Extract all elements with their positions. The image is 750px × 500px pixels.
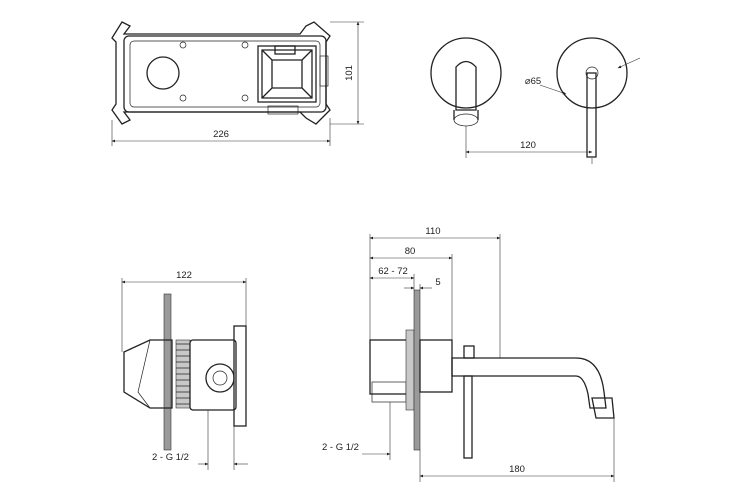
dim-label-101: 101 bbox=[344, 65, 355, 81]
dim-62-72: 62 - 72 bbox=[369, 266, 415, 290]
dim-label-80: 80 bbox=[405, 246, 416, 257]
dim-label-110: 110 bbox=[425, 226, 440, 237]
dim-body-connections: 2 - G 1/2 bbox=[152, 410, 248, 470]
mixer-cavity bbox=[146, 56, 180, 90]
dim-110: 110 bbox=[369, 226, 501, 358]
dim-label-body-connections: 2 - G 1/2 bbox=[152, 452, 189, 463]
section-view-mixer bbox=[369, 289, 615, 459]
dim-label-226: 226 bbox=[213, 129, 229, 140]
top-view-box bbox=[111, 21, 331, 125]
dim-label-side-connections: 2 - G 1/2 bbox=[322, 442, 359, 453]
dim-120: 120 bbox=[465, 126, 593, 164]
dim-226: 226 bbox=[111, 118, 331, 146]
dim-label-180: 180 bbox=[509, 464, 525, 475]
dim-label-120: 120 bbox=[520, 140, 536, 151]
dim-65: ⌀65 bbox=[525, 57, 641, 95]
dim-label-122: 122 bbox=[176, 270, 192, 281]
dim-180: 180 bbox=[419, 418, 615, 482]
dim-label-62-72: 62 - 72 bbox=[378, 266, 408, 277]
dim-side-connections: 2 - G 1/2 bbox=[322, 402, 391, 460]
dim-label-65: ⌀65 bbox=[525, 76, 541, 87]
dim-label-5: 5 bbox=[435, 277, 440, 288]
front-view-spout-rosette bbox=[430, 37, 502, 127]
side-view-body bbox=[123, 293, 247, 451]
dim-5: 5 bbox=[404, 277, 441, 290]
dim-101: 101 bbox=[330, 21, 364, 125]
front-view-lever-rosette bbox=[556, 37, 628, 158]
dim-122: 122 bbox=[121, 270, 247, 352]
dim-80: 80 bbox=[369, 246, 453, 340]
